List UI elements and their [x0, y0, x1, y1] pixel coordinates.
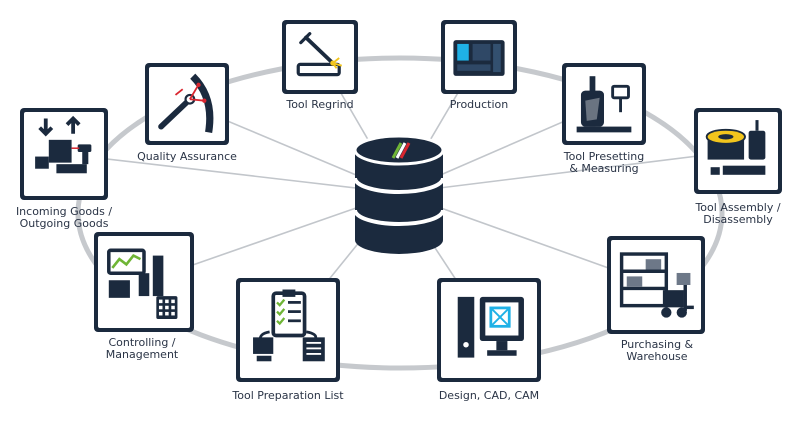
- node-label: Tool Preparation List: [231, 389, 344, 402]
- node-label: & Measuring: [569, 162, 638, 175]
- node-tool-prep: Tool Preparation List: [231, 278, 344, 402]
- node-tool-assembly: Tool Assembly /Disassembly: [694, 108, 782, 226]
- node-incoming: Incoming Goods /Outgoing Goods: [16, 108, 112, 230]
- node-label: Design, CAD, CAM: [439, 389, 539, 402]
- node-label: Purchasing &: [621, 338, 694, 351]
- node-design: Design, CAD, CAM: [437, 278, 541, 402]
- cnc-machine-icon: [453, 40, 505, 76]
- node-label: Warehouse: [626, 350, 687, 363]
- node-label: Controlling /: [108, 336, 175, 349]
- chart-calculator-icon: [107, 248, 178, 319]
- boxes-scanner-icon: [35, 115, 92, 174]
- node-label: Disassembly: [703, 213, 773, 226]
- tool-holder-icon: [705, 120, 766, 175]
- forklift-shelf-icon: [619, 252, 694, 318]
- node-purchasing: Purchasing &Warehouse: [607, 236, 705, 363]
- node-controlling: Controlling /Management: [94, 232, 194, 361]
- grinding-icon: [296, 32, 343, 77]
- cad-workstation-icon: [457, 296, 524, 358]
- node-label: Outgoing Goods: [20, 217, 109, 230]
- node-label: Management: [106, 348, 179, 361]
- presetting-machine-icon: [576, 76, 632, 133]
- node-production: Production: [441, 20, 517, 111]
- spoke-line-incoming: [63, 153, 400, 194]
- node-label: Incoming Goods /: [16, 205, 112, 218]
- node-label: Tool Presetting: [563, 150, 645, 163]
- node-label: Tool Assembly /: [694, 201, 780, 214]
- node-quality: Quality Assurance: [137, 63, 237, 163]
- measuring-probe-icon: [158, 73, 214, 133]
- node-tool-regrind: Tool Regrind: [282, 20, 358, 111]
- node-inner: [611, 240, 701, 330]
- outer-ring-connector: [75, 55, 725, 371]
- node-label: Quality Assurance: [137, 150, 237, 163]
- node-label: Tool Regrind: [285, 98, 353, 111]
- database-icon: [353, 134, 445, 254]
- node-label: Production: [450, 98, 509, 111]
- node-inner: [286, 24, 354, 90]
- node-tool-presetting: Tool Presetting& Measuring: [562, 63, 646, 175]
- spoke-line-tool-assembly: [398, 150, 739, 194]
- clipboard-flow-icon: [253, 289, 325, 362]
